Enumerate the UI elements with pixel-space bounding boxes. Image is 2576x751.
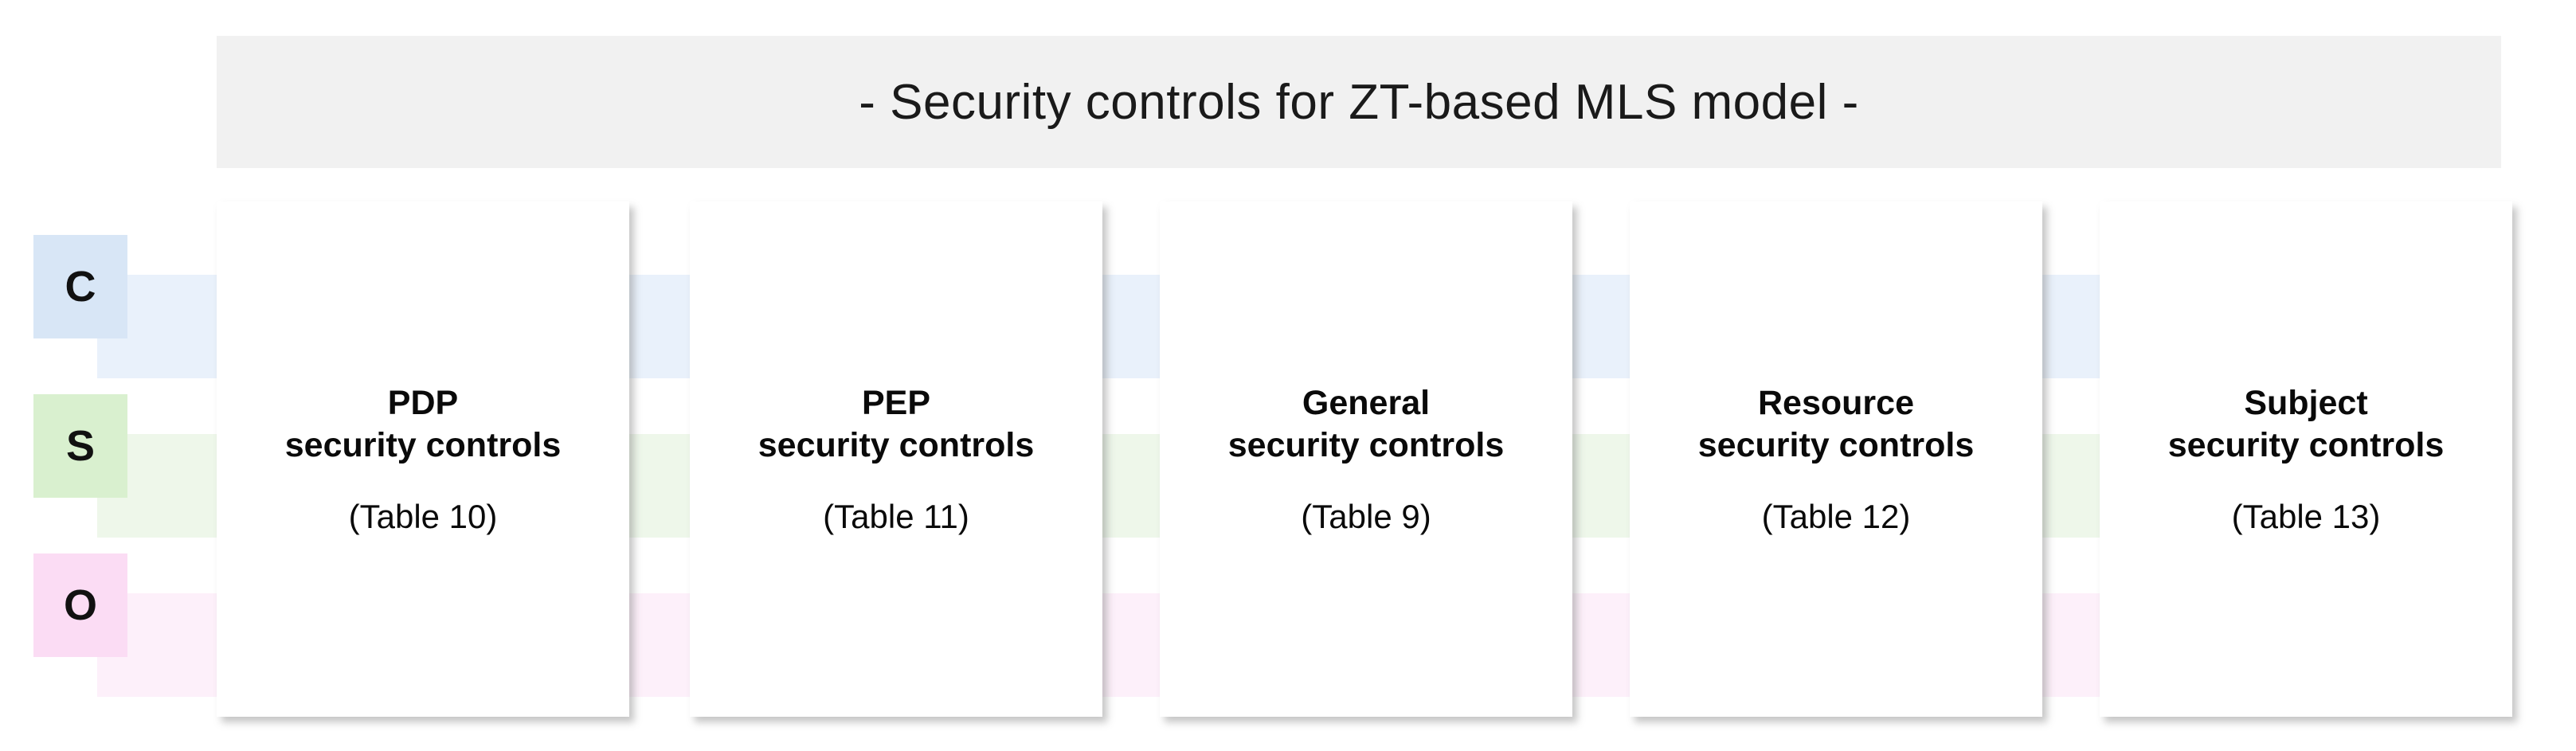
card-resource-security-controls[interactable]: Resource security controls (Table 12) xyxy=(1630,201,2042,717)
card-subject-security-controls[interactable]: Subject security controls (Table 13) xyxy=(2100,201,2512,717)
level-label-o: O xyxy=(63,581,97,629)
card-heading: Subject security controls xyxy=(2167,384,2445,464)
page-title: - Security controls for ZT-based MLS mod… xyxy=(859,74,1859,130)
card-heading: Resource security controls xyxy=(1697,384,1975,464)
card-general-security-controls[interactable]: General security controls (Table 9) xyxy=(1160,201,1572,717)
card-heading: General security controls xyxy=(1227,384,1505,464)
card-table-reference: (Table 10) xyxy=(348,497,498,535)
card-table-reference: (Table 13) xyxy=(2231,497,2381,535)
level-label-s: S xyxy=(65,422,96,470)
card-pdp-security-controls[interactable]: PDP security controls (Table 10) xyxy=(217,201,629,717)
card-table-reference: (Table 12) xyxy=(1761,497,1911,535)
title-banner: - Security controls for ZT-based MLS mod… xyxy=(217,36,2501,168)
level-label-c: C xyxy=(65,263,96,311)
card-pep-security-controls[interactable]: PEP security controls (Table 11) xyxy=(690,201,1102,717)
level-chip-o: O xyxy=(33,553,127,657)
card-heading: PEP security controls xyxy=(758,384,1035,464)
card-table-reference: (Table 11) xyxy=(823,497,969,535)
level-chip-c: C xyxy=(33,235,127,338)
card-heading: PDP security controls xyxy=(284,384,562,464)
level-chip-s: S xyxy=(33,394,127,498)
card-table-reference: (Table 9) xyxy=(1301,497,1431,535)
